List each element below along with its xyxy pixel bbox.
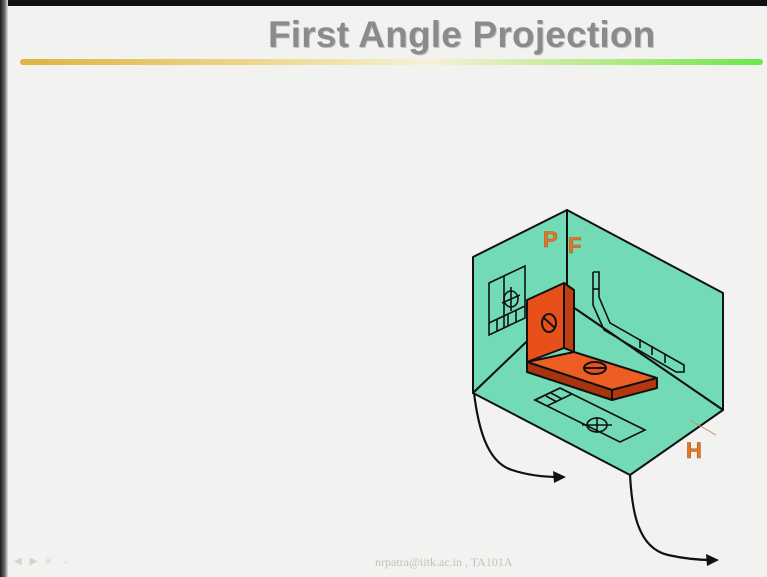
- arrowhead-left-icon: [553, 471, 566, 483]
- slide-title: First Angle Projection: [268, 14, 656, 55]
- arrowhead-right-icon: [706, 554, 719, 566]
- front-view-projection: [592, 271, 685, 373]
- h-label-leader: [689, 419, 717, 436]
- slide-left-edge: [0, 0, 8, 577]
- prev-arrow-icon[interactable]: ◀: [14, 556, 22, 567]
- menu-icon[interactable]: ≡: [45, 556, 52, 567]
- rotation-arrows: [472, 392, 713, 562]
- slide-nav-controls: ◀ ▶ ≡ →: [14, 556, 69, 567]
- rotation-arrow-left: [472, 392, 561, 479]
- slide-top-border: [0, 0, 767, 6]
- rotation-arrow-right: [628, 474, 713, 562]
- slide-footer: nrpatra@iitk.ac.in , TA101A: [375, 555, 513, 569]
- title-underline: [20, 59, 763, 65]
- top-view-projection: [533, 387, 647, 443]
- profile-view-projection: [488, 264, 526, 337]
- next-arrow-icon[interactable]: ▶: [29, 556, 38, 567]
- label-profile-plane: P: [543, 227, 558, 252]
- l-bracket-object: [526, 282, 658, 401]
- label-frontal-plane: F: [568, 233, 581, 258]
- label-horizontal-plane: H: [686, 438, 702, 463]
- fwd-arrow-icon[interactable]: →: [59, 556, 70, 567]
